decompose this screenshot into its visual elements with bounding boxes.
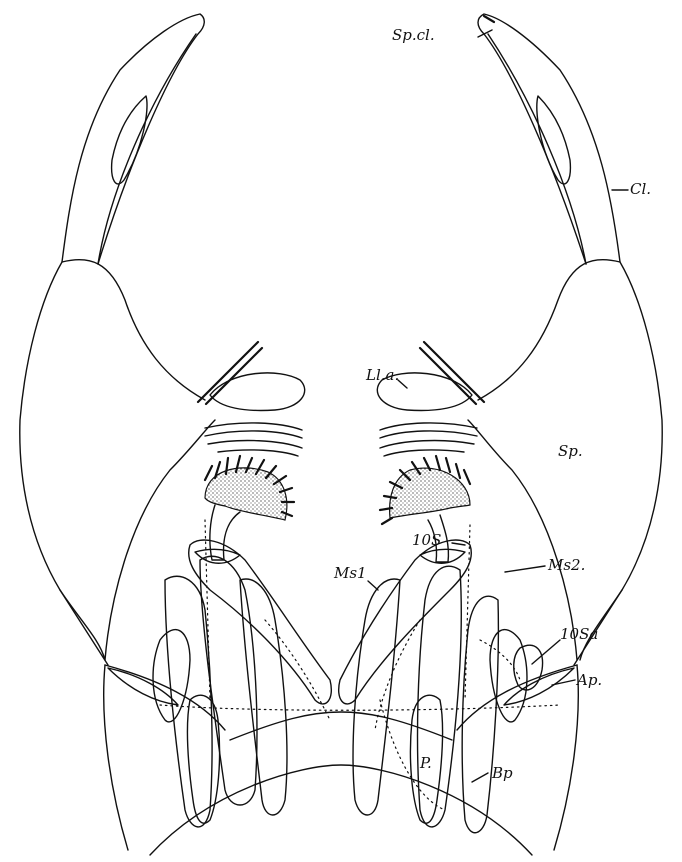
label-cl: Cl. [630,180,651,198]
right-inner-lobes [339,540,543,833]
label-10s: 10S [412,531,441,549]
transverse-bands [205,423,477,456]
label-bp: Bp [491,764,513,782]
right-side-piece [478,260,662,665]
body-outline [105,420,577,660]
lateral-lobes [198,342,484,410]
lower-lobes [104,665,579,855]
label-sp: Sp. [558,442,583,460]
right-clasper [478,14,620,264]
left-clasper [62,14,204,264]
label-ms2: Ms2. [547,556,585,574]
labels: Sp.cl. Cl. Ll.a. Sp. 10S Ms1 Ms2. 10Sa A… [333,26,651,782]
left-inner-lobes [153,540,331,827]
right-brush [380,456,470,524]
label-p: P. [419,754,432,772]
label-ms1: Ms1 [333,564,367,582]
label-sp-cl: Sp.cl. [392,26,435,44]
label-ll-a: Ll.a. [365,366,399,384]
left-brush [205,456,294,520]
label-10sa: 10Sa [560,625,598,643]
label-ap: Ap. [575,671,602,689]
